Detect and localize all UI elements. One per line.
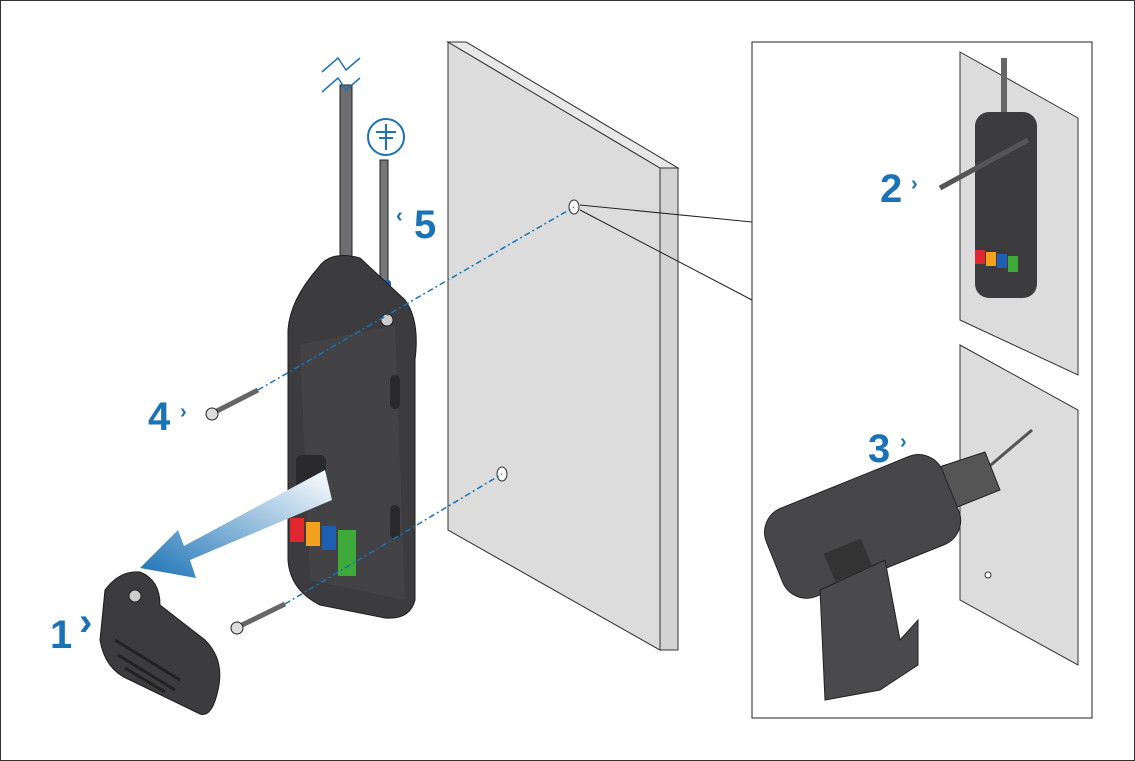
step-4-label: 4 xyxy=(148,395,171,439)
connector-red xyxy=(290,518,304,542)
screws xyxy=(205,387,287,635)
drill xyxy=(764,428,1033,701)
step-1-label: 1 xyxy=(50,613,72,657)
removal-arrow xyxy=(140,470,332,578)
ground-screw-point xyxy=(380,313,394,327)
detail-inset xyxy=(751,41,1093,719)
step-5-label: 5 xyxy=(414,203,436,247)
device xyxy=(287,255,417,619)
chevron-icon: › xyxy=(79,600,92,644)
callout-lines xyxy=(579,204,753,301)
step-3-label: 3 xyxy=(868,427,890,471)
wall-panel xyxy=(446,41,680,651)
chevron-icon: › xyxy=(180,401,187,423)
chevron-icon: › xyxy=(900,431,907,453)
screwdriver xyxy=(938,137,1030,191)
chevron-icon: ‹ xyxy=(396,205,403,227)
chevron-icon: › xyxy=(911,173,918,195)
ground-wire xyxy=(379,159,389,286)
connector-blue xyxy=(322,526,336,550)
ground-symbol-icon xyxy=(367,118,405,156)
connector-green xyxy=(338,530,356,576)
connector-orange xyxy=(306,522,320,546)
alignment-lines xyxy=(257,206,575,605)
step-2-label: 2 xyxy=(880,167,902,211)
cover-plate xyxy=(99,571,221,715)
